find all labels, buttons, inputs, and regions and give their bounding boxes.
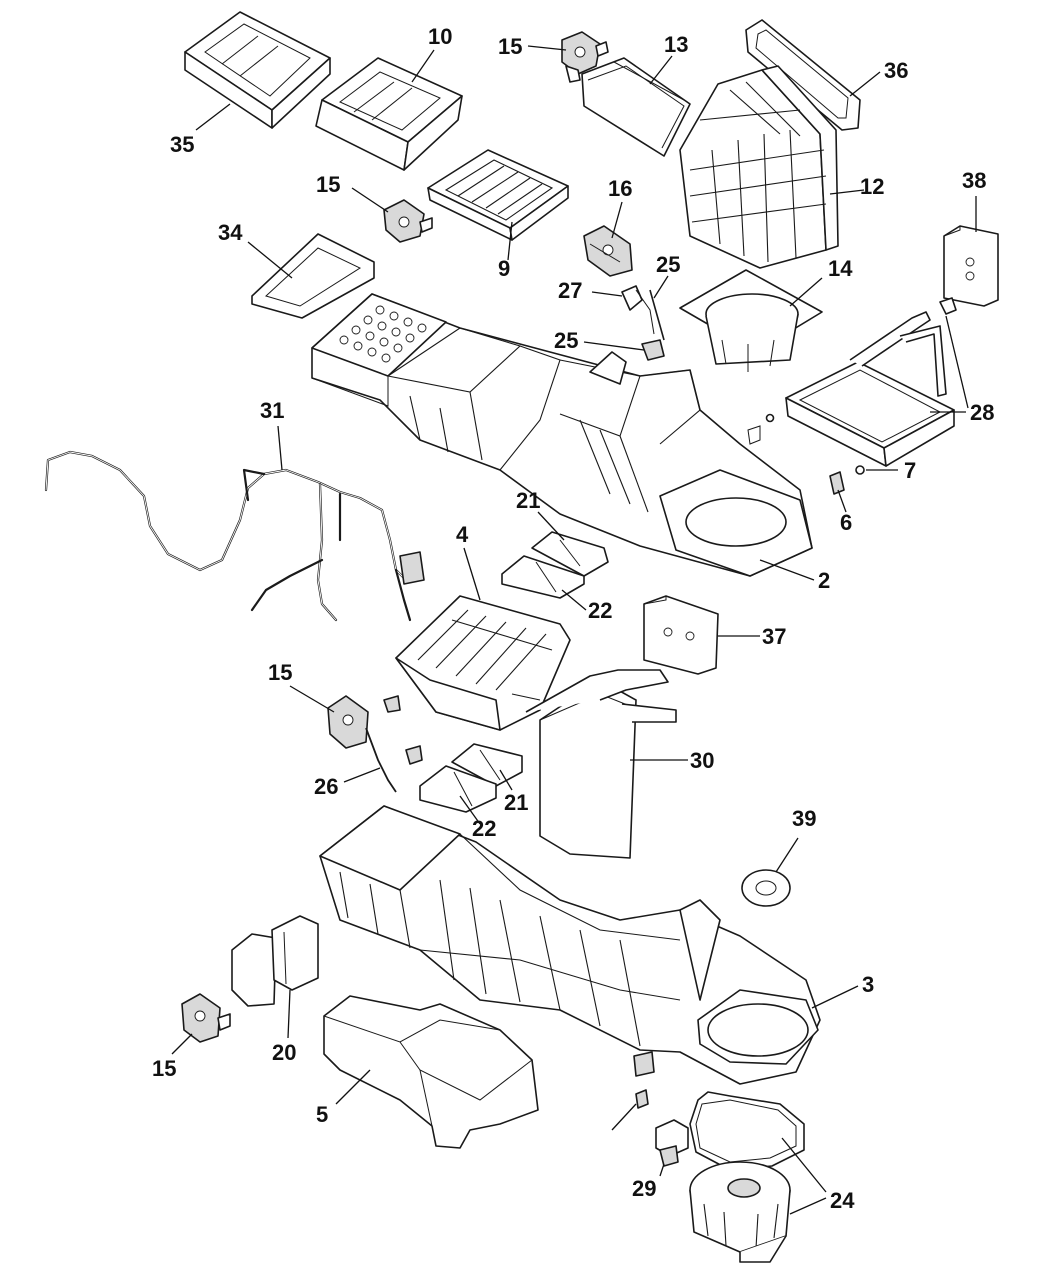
part-16-actuator bbox=[583, 225, 633, 277]
callout-25: 26 bbox=[314, 774, 338, 799]
part-22-door-upper bbox=[501, 555, 585, 599]
callout-30: 30 bbox=[690, 748, 714, 773]
callout-12: 12 bbox=[860, 174, 884, 199]
callout-26: 27 bbox=[558, 278, 582, 303]
callout-labels: 15 10 13 36 35 15 12 38 16 9 34 25 14 27… bbox=[152, 24, 994, 1213]
callout-3: 3 bbox=[862, 972, 874, 997]
grille-holes bbox=[339, 305, 427, 363]
part-20-filter bbox=[231, 915, 319, 1007]
part-26-link bbox=[621, 285, 655, 335]
callout-34: 35 bbox=[170, 132, 194, 157]
callout-4: 4 bbox=[456, 522, 469, 547]
part-37-pad bbox=[943, 225, 999, 307]
part-3-lower-housing bbox=[319, 805, 821, 1085]
callout-22: 22 bbox=[588, 598, 612, 623]
part-13-door-plate bbox=[581, 57, 691, 157]
part-12-blower-housing-upper bbox=[679, 65, 839, 269]
part-21-door-upper bbox=[531, 531, 609, 577]
part-24-lever bbox=[641, 339, 665, 361]
callout-9: 9 bbox=[498, 256, 510, 281]
part-6-clip bbox=[747, 425, 845, 495]
part-25-rod-upper bbox=[649, 289, 665, 341]
callout-21: 21 bbox=[504, 790, 528, 815]
callout-13: 13 bbox=[664, 32, 688, 57]
callout-20: 20 bbox=[272, 1040, 296, 1065]
callout-37: 38 bbox=[962, 168, 986, 193]
small-lever-lower bbox=[405, 745, 423, 765]
part-5-duct bbox=[323, 995, 539, 1149]
callout-15: 15 bbox=[316, 172, 340, 197]
callout-28: 29 bbox=[632, 1176, 656, 1201]
part-7-nut bbox=[765, 413, 865, 475]
part-10-door-assembly bbox=[315, 57, 463, 171]
callout-25: 25 bbox=[656, 252, 680, 277]
callout-10: 10 bbox=[428, 24, 452, 49]
callout-5: 5 bbox=[316, 1102, 328, 1127]
leader-lines bbox=[171, 45, 977, 1215]
callout-22: 22 bbox=[472, 816, 496, 841]
callout-16: 16 bbox=[608, 176, 632, 201]
part-15-actuator-mid bbox=[383, 199, 433, 243]
callout-6: 6 bbox=[840, 510, 852, 535]
callout-14: 14 bbox=[828, 256, 853, 281]
part-27-blower-motor bbox=[689, 1091, 805, 1263]
callout-7: 7 bbox=[904, 458, 916, 483]
part-35-gasket bbox=[745, 19, 861, 131]
part-38-disc bbox=[741, 869, 791, 907]
part-36-pad bbox=[643, 595, 719, 675]
callout-2: 2 bbox=[818, 568, 830, 593]
callout-29: 28 bbox=[970, 400, 994, 425]
callout-36: 37 bbox=[762, 624, 786, 649]
part-39-clip bbox=[635, 1089, 649, 1109]
callout-31: 31 bbox=[260, 398, 284, 423]
callout-33: 34 bbox=[218, 220, 243, 245]
part-34-filter-frame bbox=[184, 11, 331, 129]
part-14-blower-ring bbox=[679, 269, 823, 372]
part-25-rod-lower bbox=[365, 727, 397, 793]
part-9-filter-cartridge bbox=[427, 149, 569, 241]
callout-15: 15 bbox=[268, 660, 292, 685]
callout-38: 39 bbox=[792, 806, 816, 831]
part-30-evaporator bbox=[525, 669, 677, 859]
part-29-heater-core bbox=[785, 297, 957, 467]
part-4-distribution-duct bbox=[383, 595, 571, 731]
callout-35: 36 bbox=[884, 58, 908, 83]
callout-15: 15 bbox=[498, 34, 522, 59]
part-15-actuator-lower bbox=[327, 695, 369, 749]
callout-27: 24 bbox=[830, 1188, 855, 1213]
part-31-wiring-harness bbox=[44, 450, 425, 622]
callout-21: 21 bbox=[516, 488, 540, 513]
part-2-upper-housing bbox=[311, 293, 813, 577]
part-28-resistor bbox=[655, 1119, 689, 1167]
part-33-seal-frame bbox=[251, 233, 375, 319]
part-22-door-lower bbox=[419, 765, 497, 813]
callout-24: 25 bbox=[554, 328, 578, 353]
part-15-actuator-top bbox=[561, 31, 609, 83]
part-15-actuator-bottom bbox=[181, 993, 231, 1043]
callout-15: 15 bbox=[152, 1056, 176, 1081]
